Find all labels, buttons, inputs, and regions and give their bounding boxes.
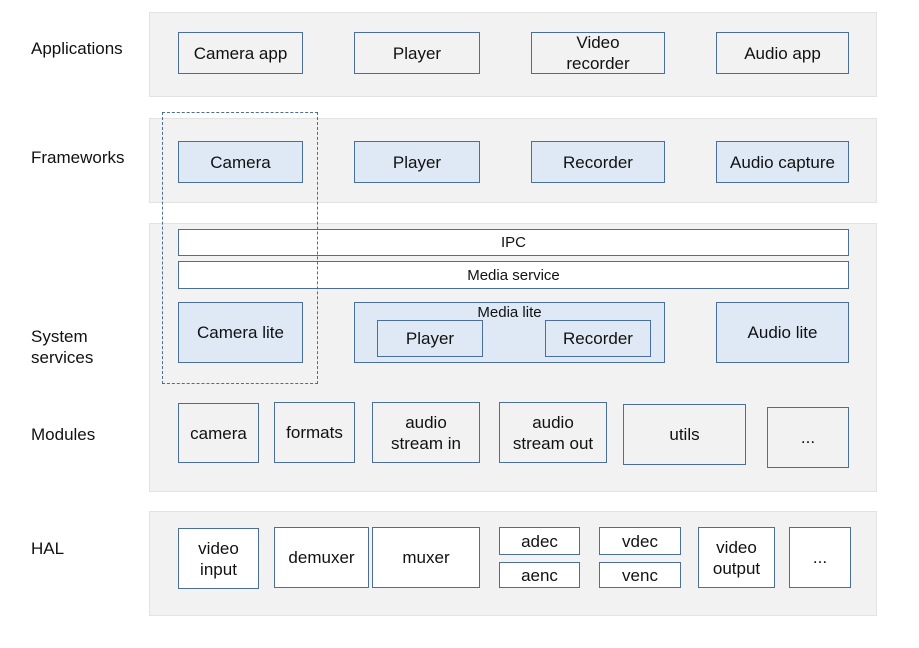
media-lite-recorder: Recorder: [545, 320, 651, 357]
framework-camera: Camera: [178, 141, 303, 183]
framework-recorder: Recorder: [531, 141, 665, 183]
media-lite-title: Media lite: [477, 304, 542, 321]
audio-lite: Audio lite: [716, 302, 849, 363]
module-more: ...: [767, 407, 849, 468]
hal-video-input: video input: [178, 528, 259, 589]
module-camera: camera: [178, 403, 259, 463]
layer-label-applications: Applications: [31, 39, 123, 58]
framework-audio-capture: Audio capture: [716, 141, 849, 183]
media-service-bar: Media service: [178, 261, 849, 289]
hal-vdec: vdec: [599, 527, 681, 555]
layer-label-system-services: System services: [31, 327, 94, 367]
hal-demuxer: demuxer: [274, 527, 369, 588]
hal-aenc: aenc: [499, 562, 580, 588]
module-formats: formats: [274, 402, 355, 463]
module-audio-stream-in: audio stream in: [372, 402, 480, 463]
hal-venc: venc: [599, 562, 681, 588]
media-lite-player: Player: [377, 320, 483, 357]
app-player: Player: [354, 32, 480, 74]
camera-lite: Camera lite: [178, 302, 303, 363]
camera-stack-highlight: [162, 112, 318, 384]
layer-label-frameworks: Frameworks: [31, 148, 125, 167]
app-audio-app: Audio app: [716, 32, 849, 74]
module-audio-stream-out: audio stream out: [499, 402, 607, 463]
hal-video-output: video output: [698, 527, 775, 588]
hal-adec: adec: [499, 527, 580, 555]
app-camera-app: Camera app: [178, 32, 303, 74]
framework-player: Player: [354, 141, 480, 183]
hal-more: ...: [789, 527, 851, 588]
layer-label-modules: Modules: [31, 425, 96, 444]
app-video-recorder: Video recorder: [531, 32, 665, 74]
ipc-bar: IPC: [178, 229, 849, 256]
hal-muxer: muxer: [372, 527, 480, 588]
layer-label-hal: HAL: [31, 539, 65, 558]
module-utils: utils: [623, 404, 746, 465]
